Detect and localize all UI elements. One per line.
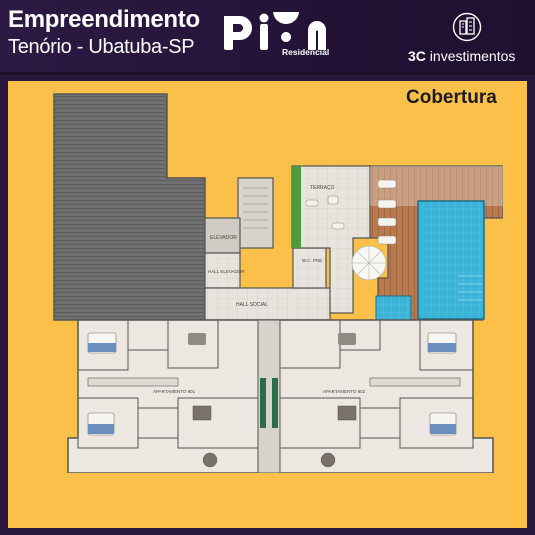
pool [417, 200, 485, 320]
elevator-hall [204, 252, 241, 289]
header-bar: Empreendimento Tenório - Ubatuba-SP Resi… [0, 0, 535, 75]
terrace-label: TERRAÇO [310, 185, 335, 191]
wc-pne [292, 247, 327, 289]
pion-logo-subtitle: Residencial [282, 47, 330, 57]
page-title: Empreendimento [8, 6, 200, 33]
wc-label: W.C. PNE [302, 258, 322, 263]
elevator-hall-label: HALL ELEVADOR [208, 269, 245, 274]
social-hall-label: HALL SOCIAL [236, 302, 268, 308]
elevator [204, 217, 241, 254]
page-subtitle: Tenório - Ubatuba-SP [8, 36, 195, 58]
social-hall [204, 287, 331, 321]
partner-name: 3C investimentos [408, 48, 515, 64]
floor-plan: ELEVADOR HALL ELEVADOR HALL SOCIAL W.C. … [53, 93, 503, 473]
stairs [237, 177, 274, 249]
floor-label: Cobertura [406, 87, 497, 108]
building-icon [452, 12, 482, 42]
pion-logo [224, 12, 326, 50]
elevator-label: ELEVADOR [210, 235, 237, 241]
planter [292, 166, 301, 248]
header-divider [0, 72, 535, 75]
central-corridor [257, 319, 281, 473]
roof-area [53, 93, 206, 321]
apartment-901-label: APARTAMENTO 901 [153, 389, 196, 394]
partner-name-rest: investimentos [425, 48, 516, 64]
apartment-902-label: APARTAMENTO 902 [323, 389, 366, 394]
partner-name-bold: 3C [408, 48, 426, 64]
